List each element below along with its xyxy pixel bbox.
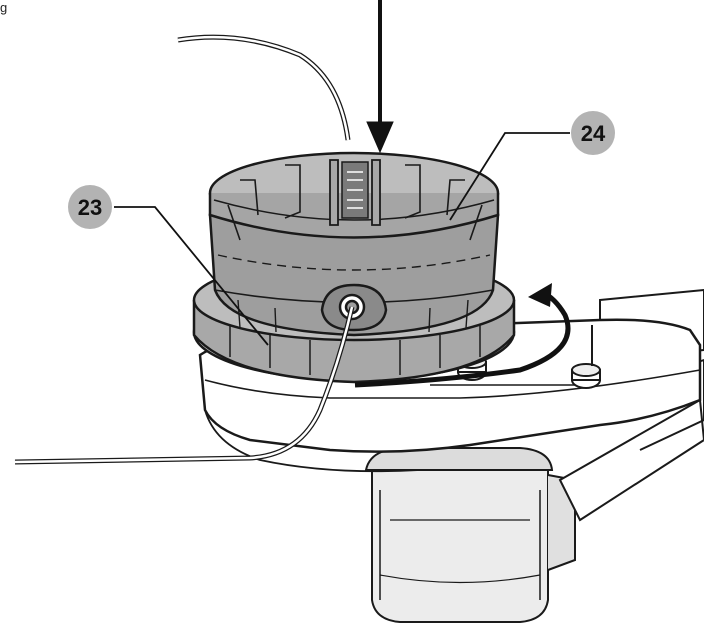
counterclockwise-rotation-arrow xyxy=(354,283,571,388)
motor-housing xyxy=(364,447,576,623)
spool-body xyxy=(208,213,500,337)
callout-24: 24 xyxy=(449,111,615,221)
corner-label: g xyxy=(0,0,8,15)
callout-23: 23 xyxy=(68,185,269,346)
bolt-right xyxy=(571,325,601,389)
downward-push-arrow xyxy=(366,0,394,154)
callout-24-label: 24 xyxy=(581,121,606,146)
spool-cap xyxy=(208,151,500,241)
callout-23-label: 23 xyxy=(78,195,102,220)
trimmer-line xyxy=(14,34,355,465)
